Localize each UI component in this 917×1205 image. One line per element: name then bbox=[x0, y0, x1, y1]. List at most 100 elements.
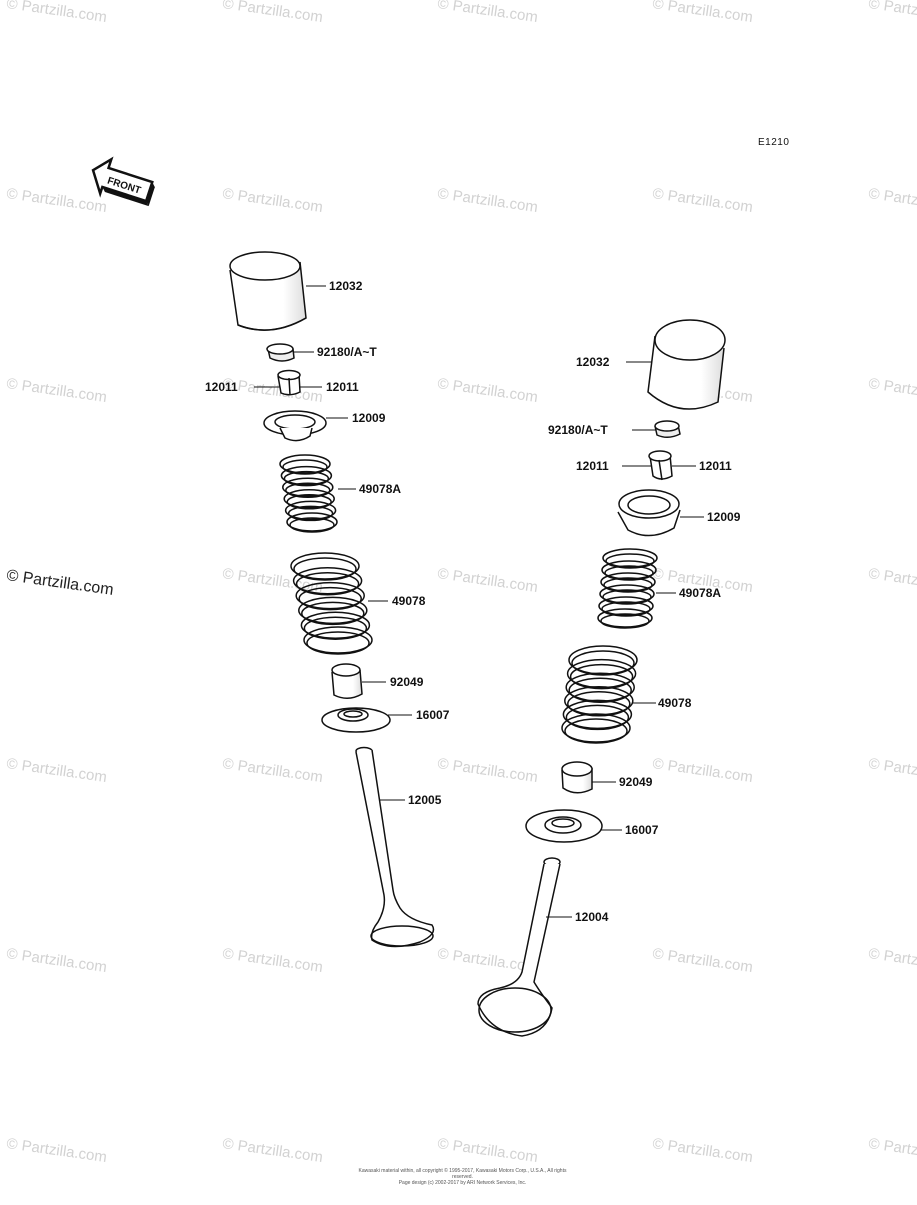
part-label: 49078 bbox=[658, 696, 692, 710]
right-shim bbox=[654, 420, 681, 438]
right-stem-seal bbox=[561, 761, 593, 794]
spring-coil-inner bbox=[603, 577, 653, 593]
spring-coil bbox=[564, 686, 634, 716]
spring-coil bbox=[562, 699, 633, 730]
spring-coil-inner bbox=[287, 505, 334, 522]
spring-coil-inner bbox=[286, 494, 332, 510]
spring-coil bbox=[279, 454, 331, 474]
watermark-text: © Partzilla.com bbox=[5, 185, 107, 216]
watermark-text: © Partzilla.com bbox=[221, 185, 323, 216]
left-leaders bbox=[254, 285, 412, 801]
watermark-text: © Partzilla.com bbox=[5, 0, 107, 26]
spring-coil bbox=[566, 658, 637, 689]
left-cotter bbox=[277, 369, 301, 396]
spring-coil-inner bbox=[604, 565, 654, 581]
part-label: 12011 bbox=[576, 459, 609, 473]
watermark-text: © Partzilla.com bbox=[436, 1135, 538, 1166]
left-shim bbox=[266, 343, 295, 362]
left-part-labels: 12032 92180/A~T 12011 12011 12009 49078A… bbox=[205, 279, 450, 807]
left-retainer bbox=[263, 410, 327, 442]
right-inner-spring bbox=[597, 548, 658, 629]
left-valve-assembly bbox=[229, 251, 435, 948]
spring-coil-inner bbox=[571, 650, 635, 676]
watermark-text: © Partzilla.com bbox=[5, 567, 114, 599]
watermark-text: © Partzilla.com bbox=[221, 945, 323, 976]
right-retainer bbox=[617, 489, 681, 537]
part-label: 16007 bbox=[416, 708, 450, 722]
part-label: 12011 bbox=[326, 380, 359, 394]
watermark-text: © Partzilla.com bbox=[867, 755, 917, 786]
left-stem-seal bbox=[331, 663, 363, 699]
spring-coil bbox=[303, 626, 373, 654]
spring-coil-inner bbox=[567, 691, 631, 717]
left-outer-spring bbox=[290, 552, 373, 655]
watermark-text: © Partzilla.com bbox=[651, 185, 753, 216]
right-part-labels: 12032 92180/A~T 12011 12011 12009 49078A… bbox=[548, 355, 741, 924]
right-valve bbox=[477, 857, 561, 1037]
spring-coil bbox=[599, 584, 655, 604]
spring-coil-inner bbox=[295, 572, 360, 596]
part-label: 12004 bbox=[575, 910, 609, 924]
watermark-text: © Partzilla.com bbox=[221, 1135, 323, 1166]
watermark-text: © Partzilla.com bbox=[5, 945, 107, 976]
copyright-line: Page design (c) 2002-2017 by ARI Network… bbox=[398, 1180, 527, 1186]
spring-coil bbox=[286, 512, 338, 532]
spring-coil bbox=[601, 560, 657, 580]
part-label: 12009 bbox=[707, 510, 741, 524]
spring-coil-inner bbox=[303, 616, 368, 640]
spring-coil-inner bbox=[283, 470, 330, 487]
spring-coil bbox=[565, 672, 635, 702]
spring-coil bbox=[283, 489, 335, 509]
spring-coil-inner bbox=[298, 586, 362, 611]
watermark-text: © Partzilla.com bbox=[436, 755, 538, 786]
watermark-text: © Partzilla.com bbox=[436, 565, 538, 596]
spring-coil bbox=[602, 548, 658, 568]
spring-coil-inner bbox=[565, 704, 630, 731]
copyright-notice: Kawasaki material within, all copyright … bbox=[350, 1168, 575, 1186]
part-label: 92049 bbox=[619, 775, 653, 789]
spring-coil-inner bbox=[602, 589, 652, 605]
right-outer-spring bbox=[561, 645, 638, 744]
spring-coil-inner bbox=[282, 459, 328, 475]
spring-coil bbox=[298, 596, 368, 625]
part-label: 12011 bbox=[699, 459, 732, 473]
part-label: 12032 bbox=[329, 279, 363, 293]
left-inner-spring bbox=[279, 454, 338, 533]
front-arrow-icon: FRONT bbox=[91, 156, 155, 207]
watermark-text: © Partzilla.com bbox=[867, 945, 917, 976]
watermark-text: © Partzilla.com bbox=[436, 375, 538, 406]
watermark-text: © Partzilla.com bbox=[436, 0, 538, 26]
spring-coil bbox=[597, 608, 653, 628]
right-tappet bbox=[647, 319, 726, 410]
spring-coil-inner bbox=[569, 663, 634, 690]
right-valve-assembly bbox=[477, 319, 726, 1037]
spring-coil-inner bbox=[293, 557, 357, 581]
right-spring-seat bbox=[525, 809, 603, 843]
spring-coil bbox=[568, 645, 638, 675]
watermark-text: © Partzilla.com bbox=[651, 755, 753, 786]
watermark-text: © Partzilla.com bbox=[221, 0, 323, 26]
spring-coil bbox=[561, 713, 631, 743]
part-label: 12032 bbox=[576, 355, 610, 369]
part-label: 92180/A~T bbox=[317, 345, 377, 359]
spring-coil-inner bbox=[301, 601, 365, 626]
watermark-text: © Partzilla.com bbox=[867, 1135, 917, 1166]
right-cotter bbox=[648, 450, 673, 481]
part-label: 49078A bbox=[679, 586, 721, 600]
watermark-grid: © Partzilla.com © Partzilla.com © Partzill… bbox=[5, 0, 917, 1166]
spring-coil-inner bbox=[285, 482, 331, 498]
spring-coil-inner bbox=[605, 553, 655, 569]
watermark-text: © Partzilla.com bbox=[867, 565, 917, 596]
spring-coil-inner bbox=[568, 677, 632, 703]
spring-coil-inner bbox=[600, 613, 650, 629]
part-label: 12005 bbox=[408, 793, 442, 807]
watermark-text: © Partzilla.com bbox=[867, 0, 917, 26]
spring-coil bbox=[290, 552, 360, 580]
part-label: 49078A bbox=[359, 482, 401, 496]
watermark-text: © Partzilla.com bbox=[867, 375, 917, 406]
part-label: 49078 bbox=[392, 594, 426, 608]
watermark-text: © Partzilla.com bbox=[867, 185, 917, 216]
part-label: 12011 bbox=[205, 380, 238, 394]
